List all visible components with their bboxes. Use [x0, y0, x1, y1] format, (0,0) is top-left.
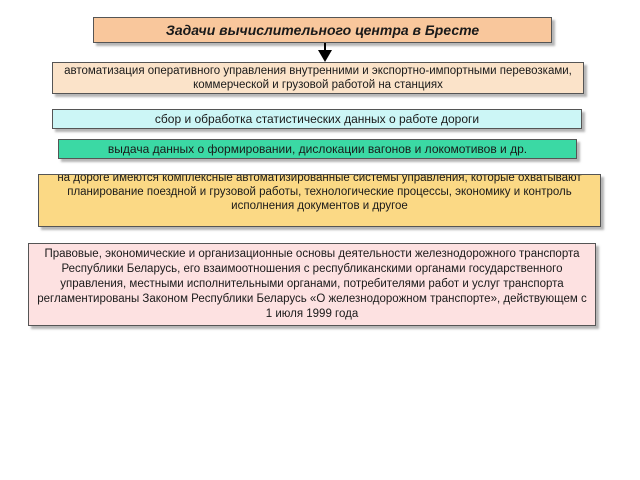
- output-text: выдача данных о формировании, дислокации…: [107, 142, 528, 156]
- statistics-box: сбор и обработка статистических данных о…: [52, 109, 582, 129]
- systems-box: на дороге имеются комплексные автоматизи…: [38, 174, 601, 227]
- systems-text: на дороге имеются комплексные автоматизи…: [57, 174, 582, 212]
- legal-text: Правовые, экономические и организационны…: [37, 248, 587, 320]
- automation-text: автоматизация оперативного управления вн…: [64, 65, 572, 91]
- automation-box: автоматизация оперативного управления вн…: [52, 62, 584, 94]
- down-arrow-icon: [318, 43, 332, 62]
- output-box: выдача данных о формировании, дислокации…: [58, 139, 577, 159]
- statistics-text: сбор и обработка статистических данных о…: [154, 112, 480, 126]
- title-box: Задачи вычислительного центра в Бресте: [93, 17, 552, 43]
- diagram-title: Задачи вычислительного центра в Бресте: [165, 22, 480, 38]
- legal-box: Правовые, экономические и организационны…: [28, 243, 596, 326]
